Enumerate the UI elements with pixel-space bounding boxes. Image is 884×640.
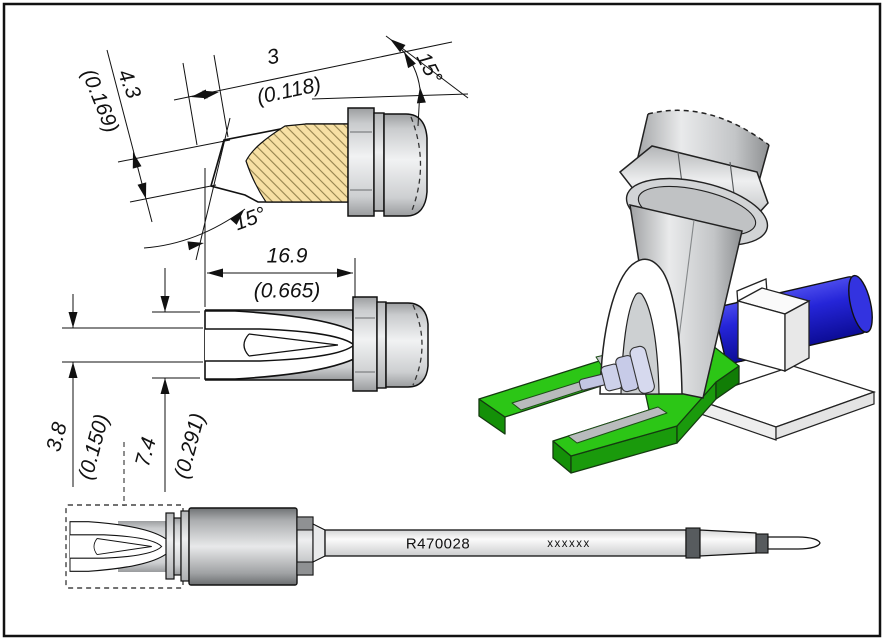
dim-tip-length-in: (0.665) bbox=[254, 280, 321, 303]
full-cartridge-view: R470028 xxxxxx bbox=[65, 442, 821, 589]
section-hatch bbox=[245, 123, 349, 203]
soldered-pin bbox=[578, 345, 655, 394]
cartridge-3d bbox=[618, 109, 770, 399]
application-3d-view bbox=[478, 109, 877, 474]
serial-marking-label: xxxxxx bbox=[547, 538, 591, 550]
tip-side-view: 16.9 (0.665) 3.8 (0.150) 7.4 (0.291) bbox=[42, 245, 429, 492]
dim-bevel-length-mm: 3 bbox=[265, 44, 282, 69]
blade-section-view: 4.3 (0.169) 3 (0.118) 15° 15° bbox=[77, 35, 469, 307]
dim-tip-length-mm: 16.9 bbox=[267, 245, 308, 268]
part-number-label: R470028 bbox=[406, 536, 470, 553]
